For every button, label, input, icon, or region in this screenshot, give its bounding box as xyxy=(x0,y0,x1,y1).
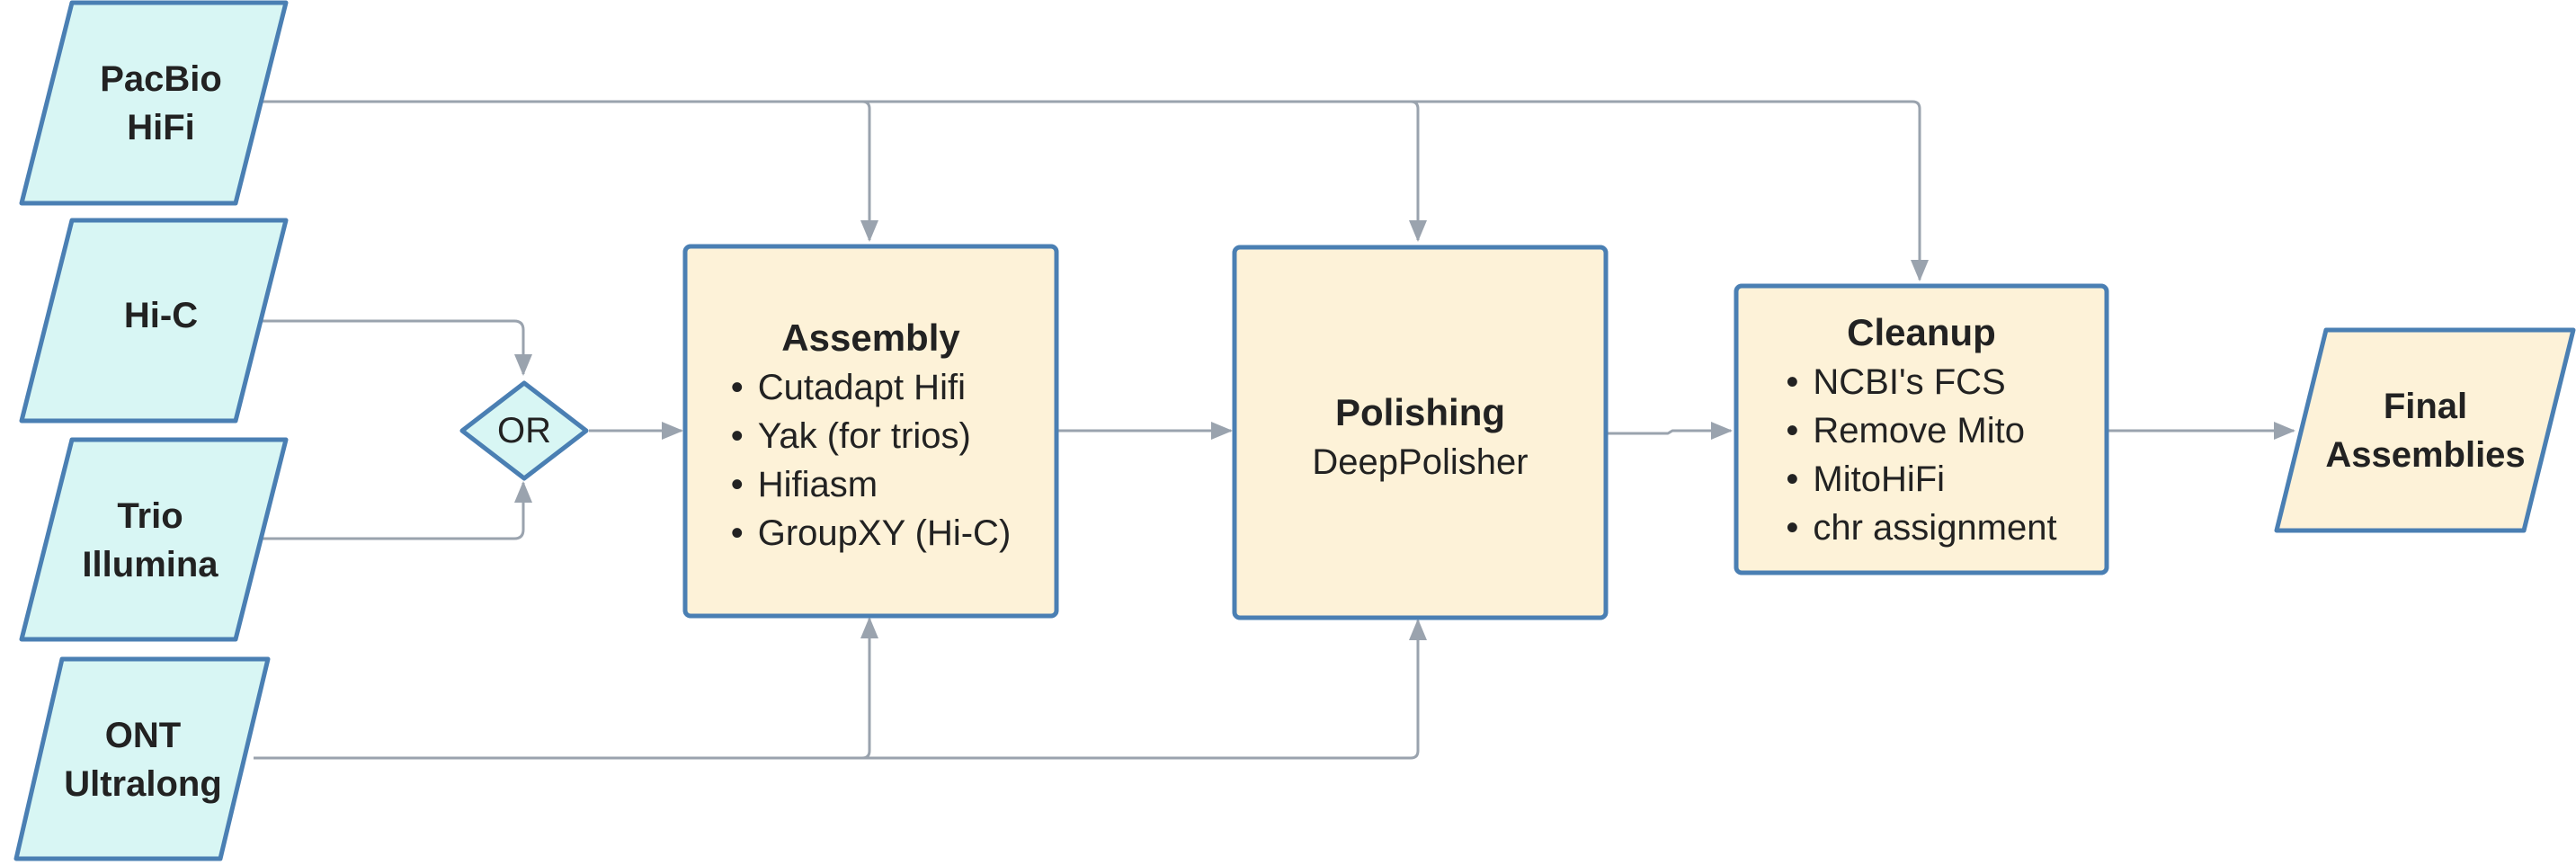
cleanup-item: NCBI's FCS xyxy=(1786,358,2056,406)
edge-ont-to-polishing xyxy=(862,619,1427,760)
input-ont-line-1: ONT xyxy=(104,716,182,755)
input-hic-line-1: Hi-C xyxy=(123,296,199,335)
edge-polishing-to-cleanup xyxy=(1606,422,1733,440)
input-ont-shape xyxy=(13,656,271,861)
input-trio-illumina: Trio Illumina xyxy=(40,450,261,631)
edge-pacbio-to-polishing xyxy=(862,100,1427,242)
input-trio-line-2: Illumina xyxy=(82,545,218,584)
assembly-item: Cutadapt Hifi xyxy=(731,363,1012,412)
cleanup-item: MitoHiFi xyxy=(1786,455,2056,504)
assembly-item: GroupXY (Hi-C) xyxy=(731,509,1012,557)
output-final-shape xyxy=(2274,327,2576,533)
input-pacbio-shape xyxy=(19,0,289,206)
output-final-assemblies: Final Assemblies xyxy=(2302,340,2549,522)
polishing-step: Polishing DeepPolisher xyxy=(1238,251,1602,614)
output-line-2: Assemblies xyxy=(2325,435,2526,475)
polishing-box-shape xyxy=(1232,245,1609,620)
assembly-step: Assembly Cutadapt Hifi Yak (for trios) H… xyxy=(689,250,1053,612)
assembly-item: Hifiasm xyxy=(731,460,1012,509)
input-pacbio-line-2: HiFi xyxy=(127,108,195,147)
input-hic-shape xyxy=(19,218,289,424)
edge-ont-to-assembly xyxy=(254,617,878,760)
edge-trio-to-or xyxy=(258,481,532,540)
cleanup-tool-list: NCBI's FCS Remove Mito MitoHiFi chr assi… xyxy=(1786,358,2056,552)
input-pacbio-hifi: PacBio HiFi xyxy=(50,13,272,194)
input-pacbio-line-1: PacBio xyxy=(100,59,222,99)
or-gate-diamond xyxy=(459,380,589,481)
assembly-tool-list: Cutadapt Hifi Yak (for trios) Hifiasm Gr… xyxy=(731,363,1012,557)
cleanup-item: chr assignment xyxy=(1786,504,2056,552)
assembly-item: Yak (for trios) xyxy=(731,412,1012,460)
input-ont-ultralong: ONT Ultralong xyxy=(32,669,254,851)
output-line-1: Final xyxy=(2383,387,2468,426)
polishing-title: Polishing xyxy=(1335,391,1505,433)
input-hi-c: Hi-C xyxy=(50,230,272,412)
or-gate-label: OR xyxy=(497,410,551,450)
input-ont-line-2: Ultralong xyxy=(64,764,222,804)
edge-pacbio-to-assembly xyxy=(261,100,878,242)
edge-hic-to-or xyxy=(258,319,532,376)
input-trio-shape xyxy=(19,437,289,642)
cleanup-title: Cleanup xyxy=(1847,310,1996,353)
edge-pacbio-to-cleanup xyxy=(1411,100,1929,281)
polishing-tool: DeepPolisher xyxy=(1312,442,1529,482)
input-trio-line-1: Trio xyxy=(117,496,183,536)
cleanup-step: Cleanup NCBI's FCS Remove Mito MitoHiFi … xyxy=(1740,290,2103,569)
cleanup-item: Remove Mito xyxy=(1786,406,2056,455)
assembly-title: Assembly xyxy=(781,316,960,359)
